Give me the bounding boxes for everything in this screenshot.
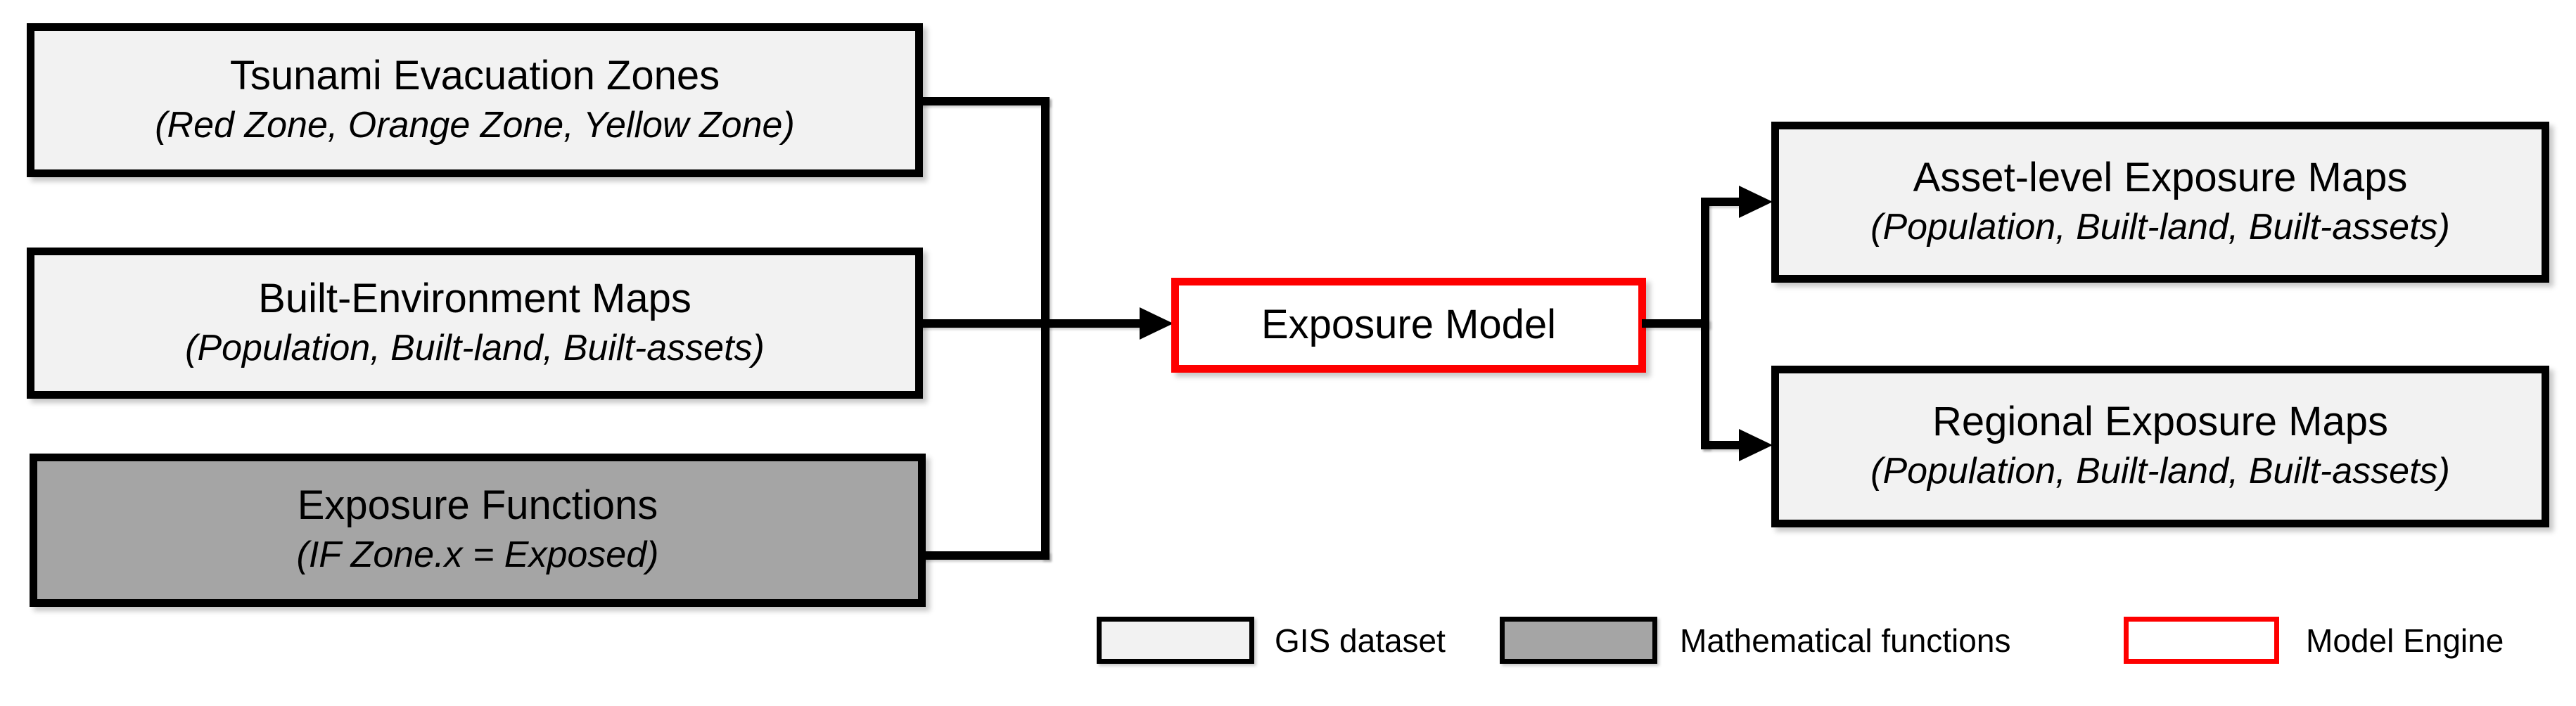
connector-merge-vertical <box>1041 97 1050 560</box>
box-title: Tsunami Evacuation Zones <box>229 52 720 98</box>
box-subtitle: (Population, Built-land, Built-assets) <box>1870 206 2450 248</box>
connector-branch-vertical <box>1701 198 1709 449</box>
asset-level-exposure-maps-box: Asset-level Exposure Maps (Population, B… <box>1771 122 2549 283</box>
box-title: Built-Environment Maps <box>258 275 691 321</box>
arrowhead-into-asset-maps-icon <box>1739 186 1773 218</box>
connector-branch-top <box>1701 198 1740 206</box>
legend-label-gis-dataset: GIS dataset <box>1275 622 1446 659</box>
connector-tsunami-stub <box>919 97 1050 105</box>
box-subtitle: (IF Zone.x = Exposed) <box>296 534 659 576</box>
legend-label-model-engine: Model Engine <box>2306 622 2504 659</box>
box-title: Asset-level Exposure Maps <box>1913 154 2408 200</box>
connector-branch-bottom <box>1701 441 1740 449</box>
exposure-functions-box: Exposure Functions (IF Zone.x = Exposed) <box>30 454 926 607</box>
arrowhead-into-model-icon <box>1140 307 1173 340</box>
connector-functions-stub <box>922 551 1050 560</box>
exposure-model-box: Exposure Model <box>1171 278 1646 373</box>
regional-exposure-maps-box: Regional Exposure Maps (Population, Buil… <box>1771 366 2549 527</box>
box-title: Exposure Functions <box>297 482 658 529</box>
box-subtitle: (Population, Built-land, Built-assets) <box>185 327 765 368</box>
connector-model-out <box>1642 319 1709 328</box>
tsunami-evacuation-zones-box: Tsunami Evacuation Zones (Red Zone, Oran… <box>27 23 923 177</box>
box-title: Exposure Model <box>1261 302 1557 348</box>
built-environment-maps-box: Built-Environment Maps (Population, Buil… <box>27 248 923 399</box>
legend-swatch-gis-dataset <box>1097 617 1254 664</box>
legend-swatch-mathematical-functions <box>1500 617 1657 664</box>
arrowhead-into-regional-maps-icon <box>1739 429 1773 461</box>
box-subtitle: (Red Zone, Orange Zone, Yellow Zone) <box>155 104 795 146</box>
legend-swatch-model-engine <box>2124 617 2279 664</box>
connector-into-model <box>919 319 1141 328</box>
box-subtitle: (Population, Built-land, Built-assets) <box>1870 451 2450 492</box>
legend-label-mathematical-functions: Mathematical functions <box>1680 622 2011 659</box>
box-title: Regional Exposure Maps <box>1932 399 2389 445</box>
